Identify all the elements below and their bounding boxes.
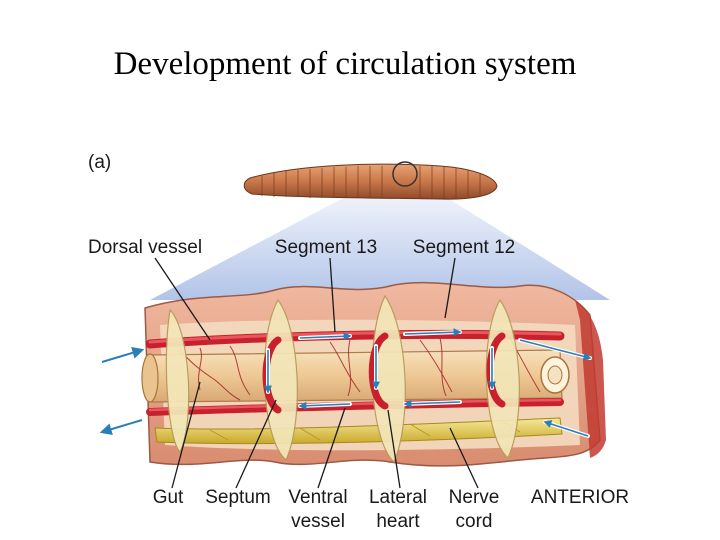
- label-lateral-heart-line2: heart: [376, 511, 420, 532]
- capillaries: [179, 337, 541, 401]
- label-ventral-vessel-line2: vessel: [291, 511, 345, 532]
- earthworm-overview: [243, 161, 498, 200]
- label-nerve-cord-line1: Nerve: [449, 487, 500, 508]
- label-nerve-cord-line2: cord: [456, 511, 493, 532]
- zoom-circle: [392, 161, 418, 187]
- zoom-projection: [150, 168, 610, 300]
- label-septum: Septum: [205, 487, 270, 508]
- label-segment-12: Segment 12: [413, 237, 515, 258]
- leader-lines: [154, 257, 479, 489]
- flow-arrows: [99, 328, 592, 438]
- label-lateral-heart-line1: Lateral: [369, 487, 427, 508]
- panel-label: (a): [88, 152, 111, 173]
- label-anterior: ANTERIOR: [531, 487, 629, 508]
- label-segment-13: Segment 13: [275, 237, 377, 258]
- slide-title: Development of circulation system: [113, 46, 577, 82]
- label-gut: Gut: [153, 487, 184, 508]
- label-dorsal-vessel: Dorsal vessel: [88, 237, 202, 258]
- label-ventral-vessel-line1: Ventral: [288, 487, 347, 508]
- gut: [141, 349, 570, 403]
